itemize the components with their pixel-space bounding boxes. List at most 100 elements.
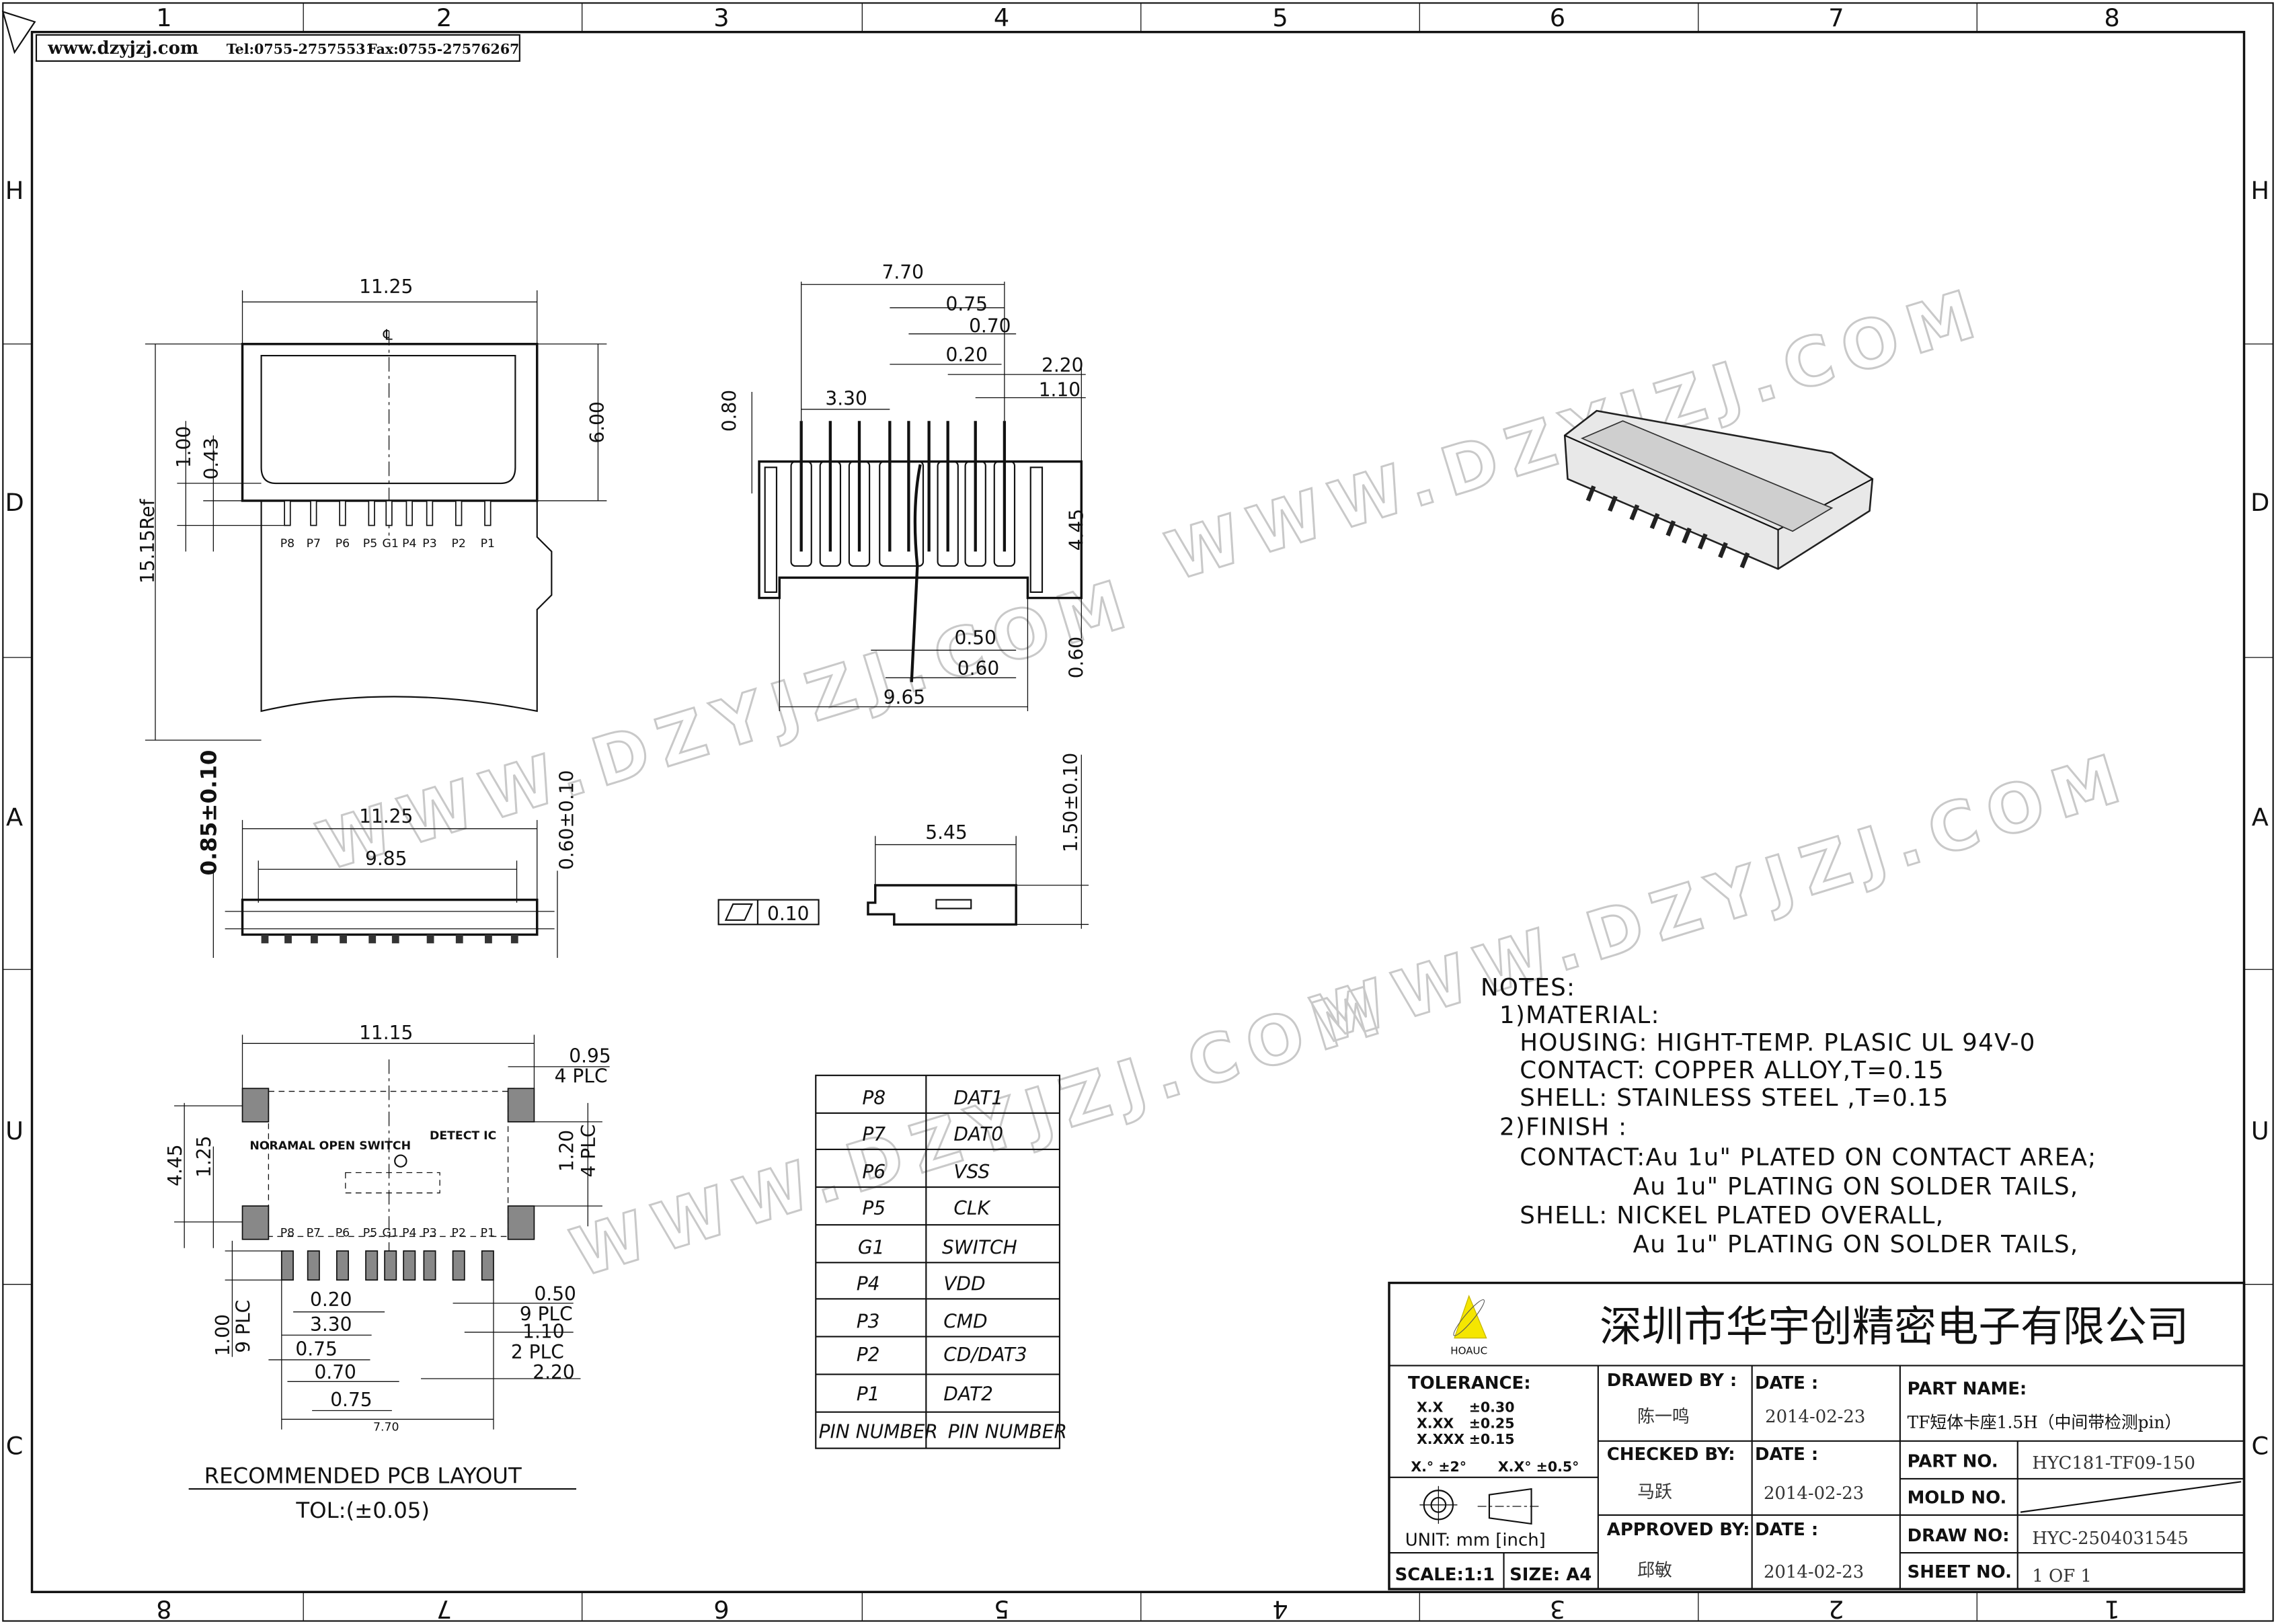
pin-label: P2 bbox=[451, 537, 465, 551]
row-letter: U bbox=[5, 1116, 24, 1145]
tolerance-value: ±0.25 bbox=[1469, 1415, 1515, 1431]
sheet-no: 1 OF 1 bbox=[2032, 1566, 2092, 1586]
pin-label: P6 bbox=[336, 537, 350, 551]
tolerance-value: ±0.15 bbox=[1469, 1431, 1515, 1447]
approved-by-label: APPROVED BY: bbox=[1607, 1520, 1750, 1540]
note-line: 2)FINISH : bbox=[1499, 1113, 1627, 1141]
column-number: 5 bbox=[1272, 3, 1288, 32]
row-letter: C bbox=[6, 1431, 24, 1460]
pin-label: G1 bbox=[383, 537, 399, 551]
dim-1-10: 1.10 bbox=[1039, 379, 1081, 401]
dim-1-00: 1.00 bbox=[212, 1314, 234, 1356]
angle-tolerance: X.° ±2° bbox=[1411, 1459, 1466, 1475]
title-block: HOAUC 深圳市华宇创精密电子有限公司 TOLERANCE: X.X±0.30… bbox=[1388, 1281, 2246, 1590]
dim-0-95-plc: 4 PLC bbox=[555, 1065, 608, 1088]
column-number: 8 bbox=[156, 1594, 171, 1623]
pin-number: P1 bbox=[857, 1383, 880, 1405]
svg-text:℄: ℄ bbox=[383, 327, 393, 343]
drawed-by-label: DRAWED BY : bbox=[1607, 1371, 1737, 1391]
logo-text: HOAUC bbox=[1450, 1344, 1487, 1356]
drawed-date: 2014-02-23 bbox=[1765, 1407, 1865, 1427]
pin-table-header: PIN NUMBER bbox=[819, 1421, 938, 1443]
row-letter: A bbox=[2252, 803, 2269, 832]
dim-0-60: 0.60 bbox=[957, 657, 999, 680]
dim-1-00: 1.00 bbox=[173, 426, 195, 468]
dim-0-95: 0.95 bbox=[569, 1045, 611, 1067]
dim-3-30: 3.30 bbox=[310, 1313, 352, 1336]
company-name: 深圳市华宇创精密电子有限公司 bbox=[1600, 1302, 2189, 1351]
dim-5-45: 5.45 bbox=[925, 821, 967, 844]
dim-1-50: 1.50±0.10 bbox=[1060, 753, 1082, 852]
pin-function: SWITCH bbox=[942, 1236, 1017, 1258]
dim-0-75: 0.75 bbox=[295, 1338, 337, 1360]
pin-label: P4 bbox=[402, 537, 416, 551]
dim-1-20-plc: 4 PLC bbox=[578, 1125, 600, 1178]
dim-0-80: 0.80 bbox=[719, 390, 741, 432]
dim-0-20: 0.20 bbox=[946, 344, 988, 366]
pcb-tolerance: TOL:(±0.05) bbox=[295, 1498, 430, 1523]
pin-label: P4 bbox=[402, 1226, 416, 1240]
website-link[interactable]: www.dzyjzj.com bbox=[47, 38, 198, 58]
tolerance-format: X.XXX bbox=[1417, 1431, 1464, 1447]
tolerance-format: X.XX bbox=[1417, 1415, 1454, 1431]
row-letter: H bbox=[2250, 176, 2269, 205]
header-contact: www.dzyjzj.com Tel:0755-27575531 Fax:075… bbox=[35, 34, 520, 62]
note-line: Au 1u" PLATING ON SOLDER TAILS, bbox=[1633, 1173, 2079, 1201]
tolerance-value: ±0.30 bbox=[1469, 1399, 1515, 1416]
column-number: 7 bbox=[436, 1594, 452, 1623]
pin-number: P7 bbox=[862, 1123, 886, 1145]
pin-label: P2 bbox=[451, 1226, 465, 1240]
note-line: Au 1u" PLATING ON SOLDER TAILS, bbox=[1633, 1231, 2079, 1258]
column-number: 3 bbox=[1550, 1594, 1565, 1623]
checked-by-label: CHECKED BY: bbox=[1607, 1445, 1735, 1465]
row-letter: U bbox=[2251, 1116, 2269, 1145]
tolerance-format: X.X bbox=[1417, 1399, 1444, 1416]
dim-0-50: 0.50 bbox=[534, 1283, 576, 1305]
dim-height: 6.00 bbox=[586, 401, 609, 443]
notes-title: NOTES: bbox=[1481, 974, 1575, 1002]
scale-label: SCALE:1:1 bbox=[1395, 1565, 1495, 1585]
pin-function: DAT0 bbox=[953, 1123, 1003, 1145]
pin-number: P8 bbox=[862, 1087, 886, 1109]
column-number: 2 bbox=[436, 3, 452, 32]
note-line: 1)MATERIAL: bbox=[1499, 1002, 1660, 1029]
column-number: 4 bbox=[1272, 1594, 1288, 1623]
dim-4-45: 4.45 bbox=[1065, 509, 1087, 551]
draw-no-label: DRAW NO: bbox=[1908, 1526, 2010, 1546]
row-letter: D bbox=[5, 488, 24, 517]
detect-label: DETECT IC bbox=[430, 1129, 496, 1143]
row-letter: D bbox=[2250, 488, 2269, 517]
pin-label: P1 bbox=[481, 1226, 495, 1240]
dim-2-20: 2.20 bbox=[533, 1361, 574, 1383]
watermark: WWW.DZYJZJ.COM bbox=[309, 563, 1145, 886]
dim-1-00-plc: 9 PLC bbox=[232, 1300, 254, 1353]
dim-1-20: 1.20 bbox=[556, 1130, 578, 1172]
approved-date: 2014-02-23 bbox=[1764, 1562, 1864, 1582]
part-name: TF短体卡座1.5H（中间带检测pin） bbox=[1908, 1412, 2182, 1432]
pin-label: P5 bbox=[363, 1226, 377, 1240]
first-angle-projection-icon bbox=[1419, 1486, 1539, 1525]
column-number: 8 bbox=[2104, 3, 2119, 32]
front-view: 11.25 9.85 0.85±0.10 0.60±0.10 bbox=[196, 750, 578, 958]
pin-function: DAT2 bbox=[943, 1383, 993, 1405]
top-view: ℄ P8 P7 P6 P5 G1 P4 P3 P2 P1 11.25 6.00 … bbox=[136, 276, 609, 741]
pin-label: P1 bbox=[481, 537, 495, 551]
flatness-tolerance-frame: 0.10 bbox=[717, 899, 820, 926]
part-no-label: PART NO. bbox=[1908, 1452, 1998, 1472]
checked-by: 马跃 bbox=[1637, 1482, 1672, 1502]
dim-0-50: 0.50 bbox=[954, 627, 996, 649]
part-name-label: PART NAME: bbox=[1908, 1379, 2027, 1399]
profile-view: 5.45 1.50±0.10 0.10 bbox=[717, 753, 1089, 929]
dim-11-25: 11.25 bbox=[359, 805, 413, 827]
row-letter: C bbox=[2251, 1431, 2269, 1460]
pin-label: G1 bbox=[383, 1226, 399, 1240]
mold-no-label: MOLD NO. bbox=[1908, 1488, 2007, 1508]
dim-0-60-tol: 0.60±0.10 bbox=[556, 770, 578, 870]
column-number: 5 bbox=[994, 1594, 1009, 1623]
note-line: CONTACT:Au 1u" PLATED ON CONTACT AREA; bbox=[1520, 1144, 2096, 1172]
dim-0-70: 0.70 bbox=[314, 1361, 356, 1383]
size-label: SIZE: A4 bbox=[1509, 1565, 1592, 1585]
dim-7-70: 7.70 bbox=[373, 1421, 399, 1434]
